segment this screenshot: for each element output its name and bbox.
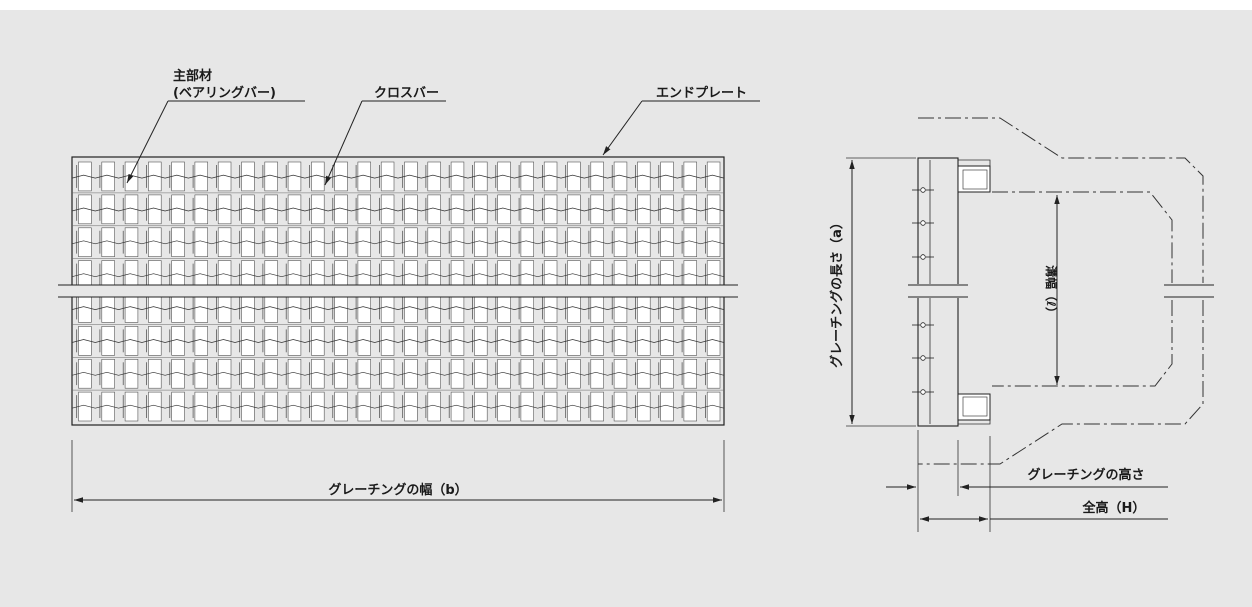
- total-height-label: 全高（H）: [1082, 500, 1146, 516]
- bolt-circle: [920, 220, 926, 226]
- frame-angle-top-inner: [962, 169, 988, 190]
- cross-bar: [71, 306, 725, 310]
- grating-height-label: グレーチングの高さ: [1027, 467, 1144, 483]
- cross-bar-callout: クロスバー: [324, 86, 446, 186]
- inner-outline-bottom: [992, 300, 1173, 387]
- end-plate-callout: エンドプレート: [602, 86, 760, 156]
- bolt-circle: [920, 389, 926, 395]
- section-break-gap: [908, 284, 968, 298]
- cross-bar: [71, 240, 725, 245]
- cross-bar: [71, 273, 725, 278]
- bolt-circle: [920, 254, 926, 260]
- bolt-circle: [920, 187, 926, 193]
- grating-plan-view: [58, 156, 738, 426]
- cross-bar-leader: [324, 100, 363, 186]
- section-view: [908, 117, 1214, 465]
- cross-bar: [71, 404, 725, 409]
- cross-bar: [71, 339, 725, 343]
- bolt-markers: [912, 187, 934, 395]
- end-plate-label: エンドプレート: [656, 86, 747, 101]
- grating-length-label: グレーチングの長さ（a）: [829, 216, 845, 368]
- main-member-label: 主部材: [173, 68, 212, 84]
- bolt-circle: [920, 322, 926, 328]
- cross-bar: [71, 371, 725, 376]
- width-dimension: グレーチングの幅（b）: [71, 440, 725, 512]
- grating-width-label: グレーチングの幅（b）: [328, 482, 467, 498]
- cross-bar: [71, 207, 725, 212]
- end-plate-leader: [602, 100, 643, 156]
- gutter-break-gap: [1164, 284, 1214, 298]
- bearing-bar-label: (ベアリングバー): [173, 85, 276, 101]
- channel-width-label: 溝幅（ℓ）: [1044, 265, 1059, 319]
- gutter-outline-top: [918, 117, 1204, 283]
- height-dimensions: グレーチングの高さ 全高（H）: [886, 430, 1168, 532]
- bolt-circle: [920, 355, 926, 361]
- main-member-leader: [126, 100, 169, 184]
- cross-bar-lines: [71, 174, 725, 409]
- main-member-callout: 主部材 (ベアリングバー): [126, 68, 305, 184]
- length-dimension: グレーチングの長さ（a）: [829, 157, 916, 427]
- cross-bar-label: クロスバー: [374, 86, 439, 101]
- cross-bar: [71, 174, 725, 179]
- channel-width-dimension: 溝幅（ℓ）: [1044, 195, 1060, 385]
- break-gap: [58, 285, 738, 297]
- gutter-outline-bottom: [918, 300, 1204, 465]
- inner-outline-top: [992, 191, 1173, 283]
- frame-angle-bottom-inner: [962, 396, 988, 417]
